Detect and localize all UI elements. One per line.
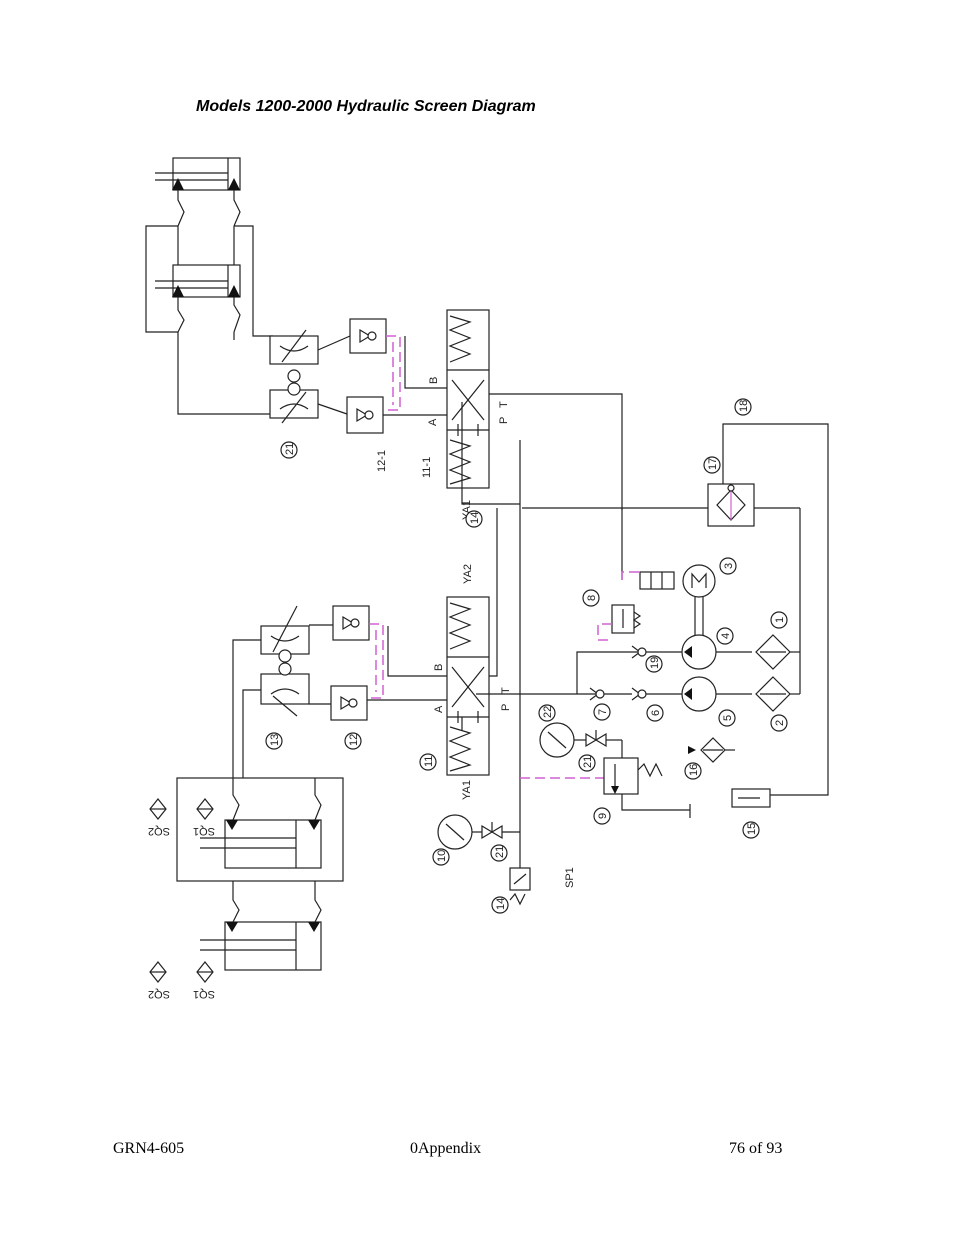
num-4: 4 — [720, 633, 732, 639]
label-p-upper: P — [498, 417, 510, 424]
pressure-switch-sp1 — [509, 867, 531, 906]
label-sp1: SP1 — [564, 867, 576, 888]
label-sq2-a: SQ2 — [148, 825, 170, 837]
num-17: 17 — [707, 458, 719, 470]
label-ya1-lower: YA1 — [461, 780, 473, 800]
num-1: 1 — [774, 617, 786, 623]
label-11-1: 11-1 — [421, 457, 433, 478]
upper-cylinder-1 — [155, 157, 241, 191]
label-p-lower: P — [500, 704, 512, 711]
num-20: 21 — [494, 846, 506, 858]
pressure-gauge-10 — [437, 814, 520, 850]
label-12-1: 12-1 — [376, 450, 388, 472]
breather-filter-16 — [688, 737, 735, 763]
label-a-upper: A — [427, 418, 439, 426]
footer-page-number: 76 of 93 — [729, 1140, 783, 1157]
reservoir-15 — [731, 788, 771, 808]
lower-pilot-check-valves — [330, 605, 384, 721]
relief-valve-9 — [603, 740, 691, 818]
num-21-upper: 21 — [284, 443, 296, 455]
relief-valve-8 — [597, 571, 675, 641]
upper-cylinder-2 — [155, 264, 241, 298]
footer-doc-id: GRN4-605 — [113, 1140, 185, 1157]
check-valves — [589, 645, 647, 701]
suction-filters — [755, 508, 801, 712]
num-14-upper: 14 — [469, 512, 481, 524]
num-8: 8 — [586, 595, 598, 601]
label-sq2-b: SQ2 — [148, 988, 170, 1000]
lower-cylinder-2 — [200, 881, 322, 971]
num-2: 2 — [774, 720, 786, 726]
label-t-lower: T — [500, 687, 512, 694]
num-19: 19 — [649, 657, 661, 669]
num-7: 7 — [597, 709, 609, 715]
num-21-lower: 21 — [582, 756, 594, 768]
upper-directional-valve — [383, 309, 623, 510]
pressure-gauge-22 — [539, 722, 622, 758]
num-6: 6 — [650, 710, 662, 716]
num-11: 11 — [423, 756, 435, 767]
num-14-lower: 14 — [495, 898, 507, 910]
proximity-sensors — [149, 798, 214, 983]
component-numbers: 21 14 18 17 3 8 1 4 19 7 6 5 2 22 21 16 … — [265, 398, 788, 914]
num-3: 3 — [723, 563, 735, 569]
footer-section: 0Appendix — [410, 1140, 482, 1157]
label-ya2: YA2 — [462, 564, 474, 584]
num-10: 10 — [436, 850, 448, 862]
lower-cylinder-frame — [176, 777, 344, 882]
upper-cylinder-piping — [145, 190, 273, 415]
pumps-and-motor — [646, 564, 752, 712]
return-filter-17 — [707, 423, 829, 796]
label-a-lower: A — [433, 705, 445, 713]
label-sq1-b: SQ1 — [193, 988, 215, 1000]
num-9: 9 — [597, 813, 609, 819]
upper-flow-control — [269, 329, 351, 424]
label-b-upper: B — [428, 377, 440, 384]
num-12: 12 — [348, 734, 360, 746]
lower-directional-valve — [367, 508, 498, 776]
num-18: 18 — [738, 400, 750, 412]
upper-pilot-check-valves — [346, 318, 401, 434]
num-13: 13 — [269, 734, 281, 746]
lower-cylinder-1 — [200, 778, 322, 869]
num-15: 15 — [746, 823, 758, 835]
label-t-upper: T — [498, 401, 510, 408]
label-sq1-a: SQ1 — [193, 825, 215, 837]
page-title: Models 1200-2000 Hydraulic Screen Diagra… — [196, 98, 536, 115]
num-5: 5 — [722, 715, 734, 721]
label-b-lower: B — [433, 664, 445, 671]
num-22: 22 — [542, 706, 554, 718]
lower-flow-control — [232, 605, 333, 778]
num-16: 16 — [688, 764, 700, 776]
